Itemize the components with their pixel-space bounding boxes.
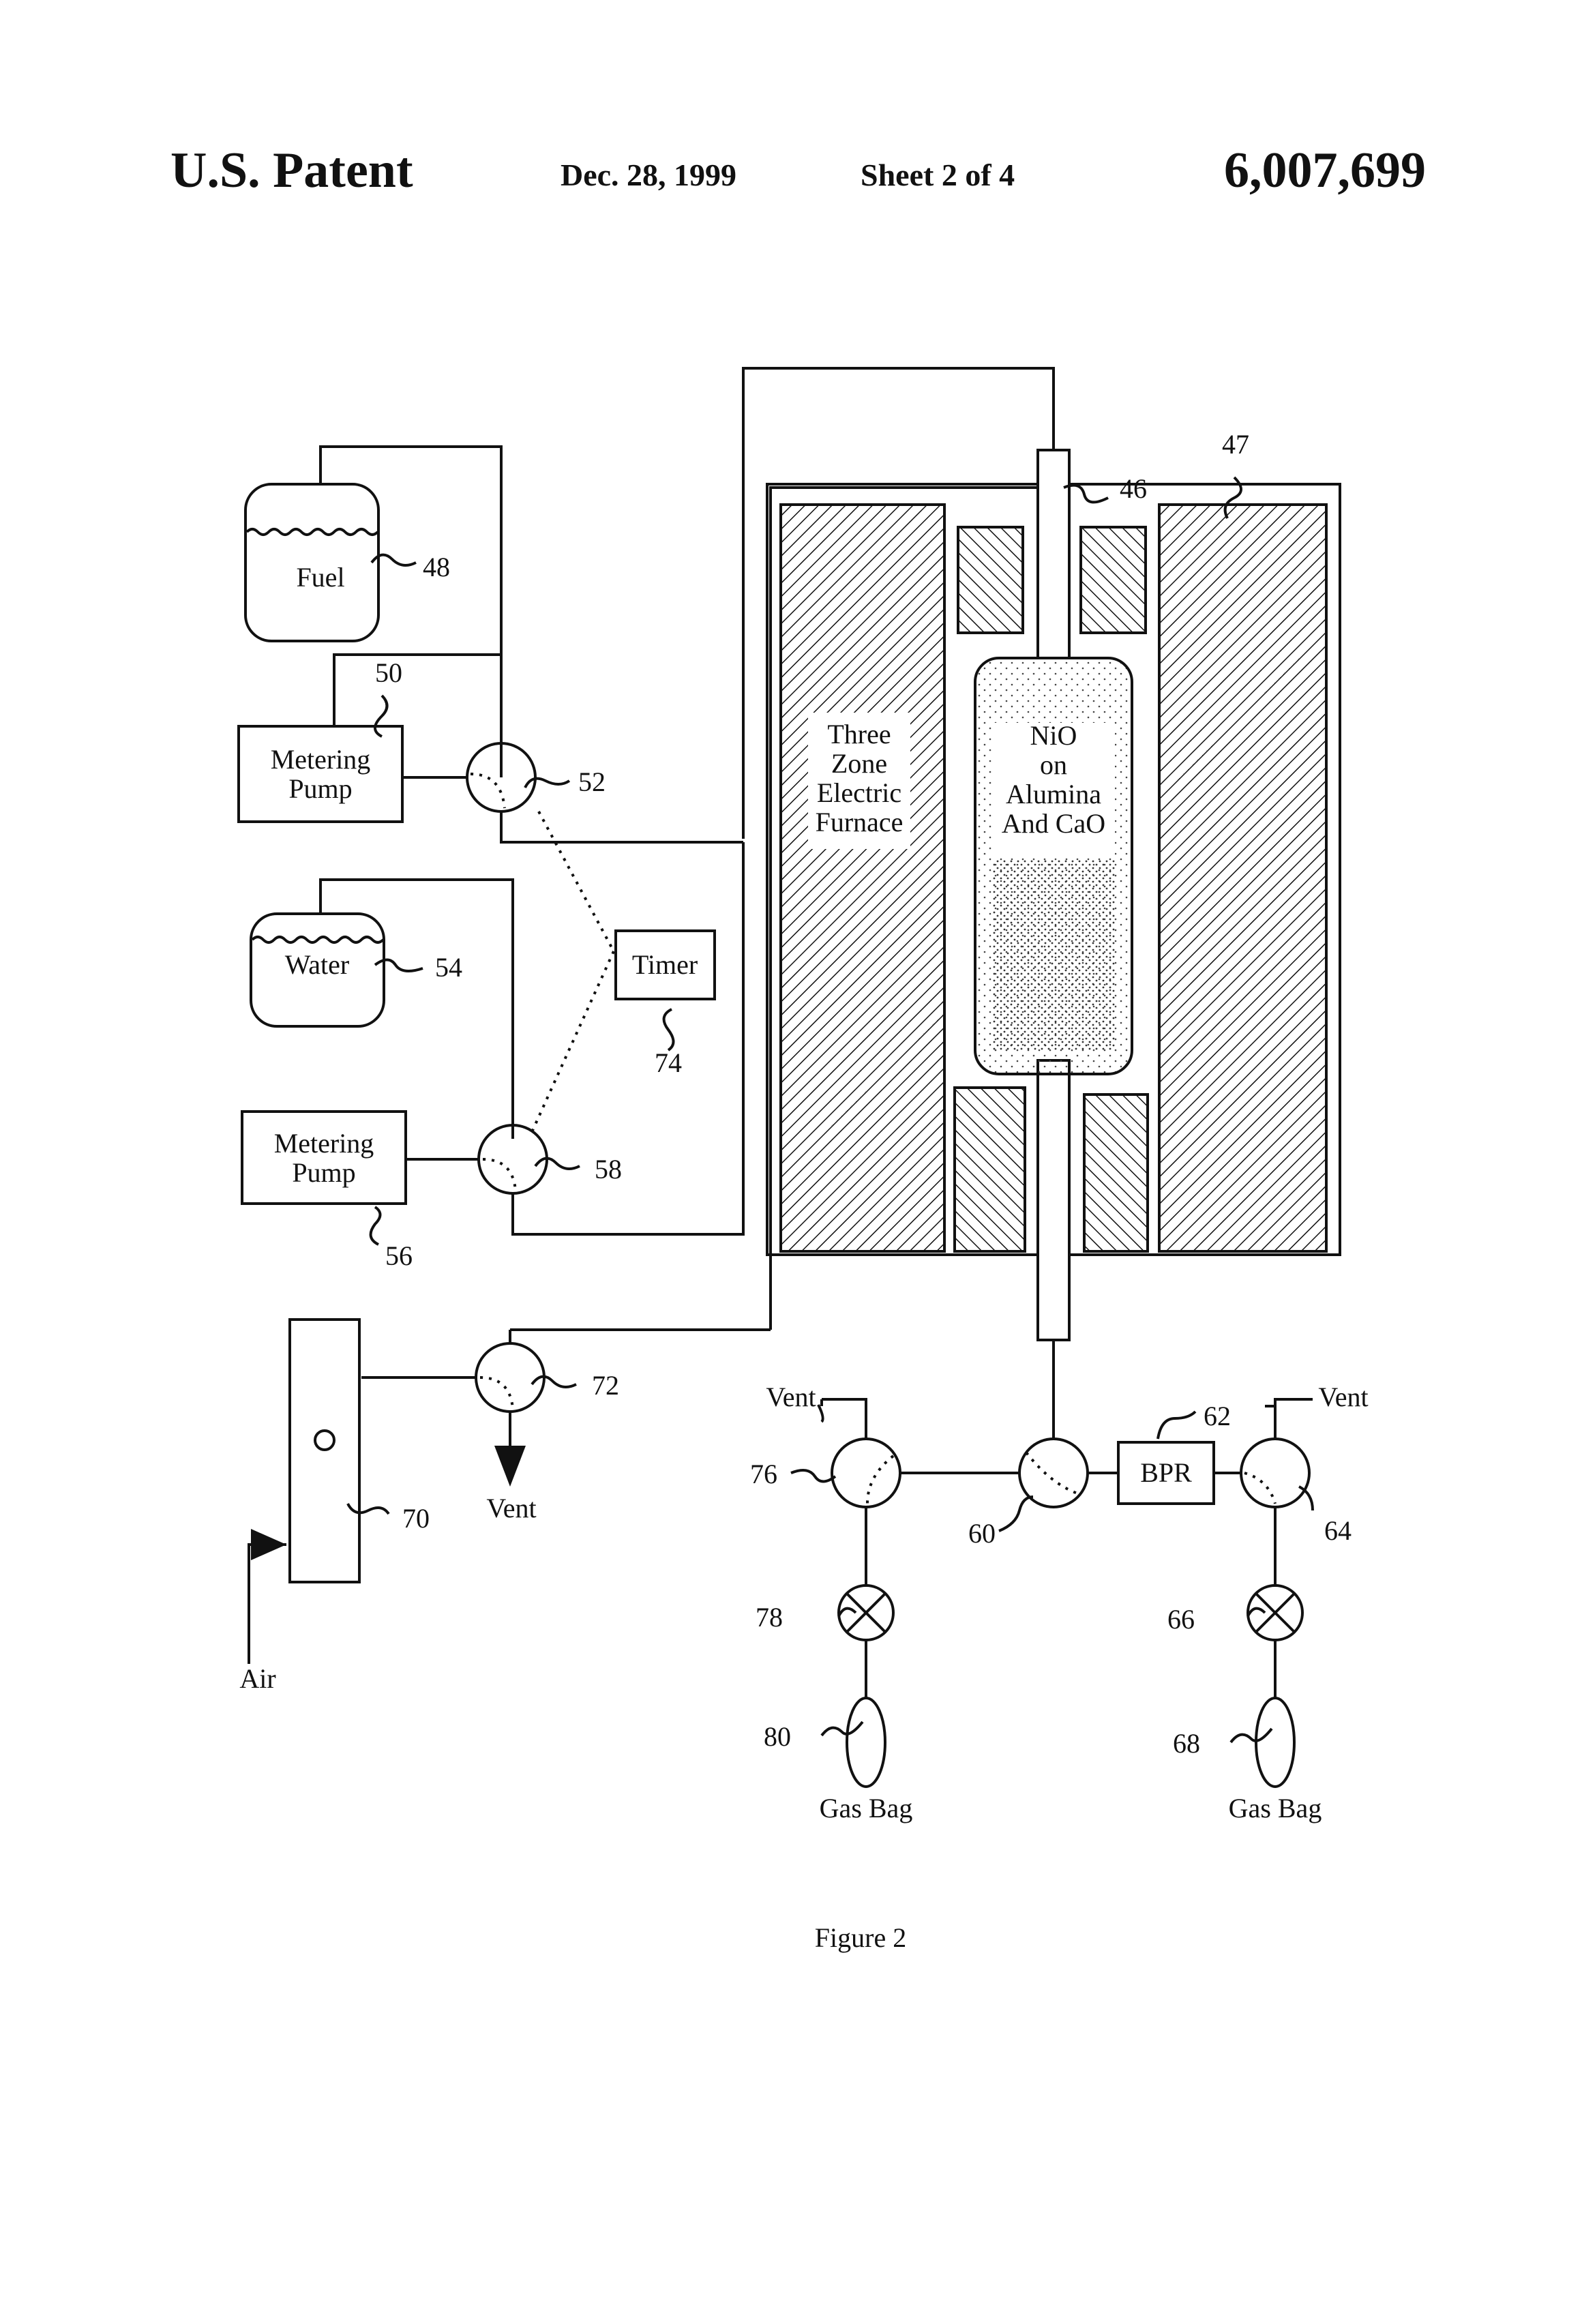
ref-62: 62 [1204,1401,1231,1431]
air-inlet-arrow [251,1529,286,1560]
ref-78: 78 [756,1602,783,1633]
vent-label-64: Vent [1318,1382,1368,1412]
ref-66: 66 [1167,1604,1195,1635]
gas-bag-80 [847,1698,885,1787]
valve-64 [1241,1439,1309,1507]
ref-50: 50 [375,657,402,688]
fuel-label: Fuel [296,562,344,593]
catalyst-label-line4: And CaO [1002,808,1105,839]
vent-label-76: Vent [766,1382,816,1412]
metering-pump-50-label-line2: Pump [288,773,352,804]
ref-56: 56 [385,1240,413,1271]
ref-54: 54 [435,952,462,983]
ref-64: 64 [1324,1515,1352,1546]
metering-pump-50-label-line1: Metering [271,744,371,775]
ref-58: 58 [595,1154,622,1185]
ref-52: 52 [578,766,606,797]
ref-48: 48 [423,552,450,582]
gas-bag-68 [1256,1698,1294,1787]
vent-arrow-72 [494,1446,526,1487]
bpr-label: BPR [1140,1457,1192,1488]
furnace [767,450,1340,1340]
ref-76: 76 [750,1459,777,1489]
column-70 [251,1320,359,1582]
furnace-right-wall [1159,505,1326,1251]
furnace-label-line1: Three [827,719,891,749]
reactor-tube-bottom [1038,1060,1069,1340]
metering-pump-56-label-line1: Metering [274,1128,374,1159]
ref-72: 72 [592,1370,619,1401]
furnace-label-line4: Furnace [816,807,904,837]
timer-label: Timer [632,949,698,980]
shutoff-valve-66 [1248,1585,1302,1640]
ref-70: 70 [402,1503,430,1534]
ref-46: 46 [1120,473,1147,504]
catalyst-label-line3: Alumina [1006,779,1101,809]
ref-47: 47 [1222,429,1249,460]
timer-control-lines [532,811,614,1132]
furnace-left-wall [781,505,944,1251]
valve-76 [832,1439,900,1507]
catalyst-label-line1: NiO [1030,720,1077,751]
vent-label-72: Vent [486,1493,536,1523]
ref-60: 60 [968,1518,996,1549]
ref-74: 74 [655,1047,682,1078]
reactor-tube-top [1038,450,1069,658]
air-label: Air [239,1663,275,1694]
catalyst-label-line2: on [1040,749,1067,780]
metering-pump-56-label-line2: Pump [292,1157,355,1188]
furnace-label-line3: Electric [817,777,901,808]
furnace-label-line2: Zone [831,748,887,779]
water-label: Water [285,949,350,980]
shutoff-valve-78 [839,1585,893,1640]
ref-80: 80 [764,1721,791,1752]
gas-bag-68-label: Gas Bag [1229,1793,1322,1823]
ref-68: 68 [1173,1728,1200,1759]
gas-bag-80-label: Gas Bag [820,1793,913,1823]
figure-caption: Figure 2 [815,1922,906,1953]
